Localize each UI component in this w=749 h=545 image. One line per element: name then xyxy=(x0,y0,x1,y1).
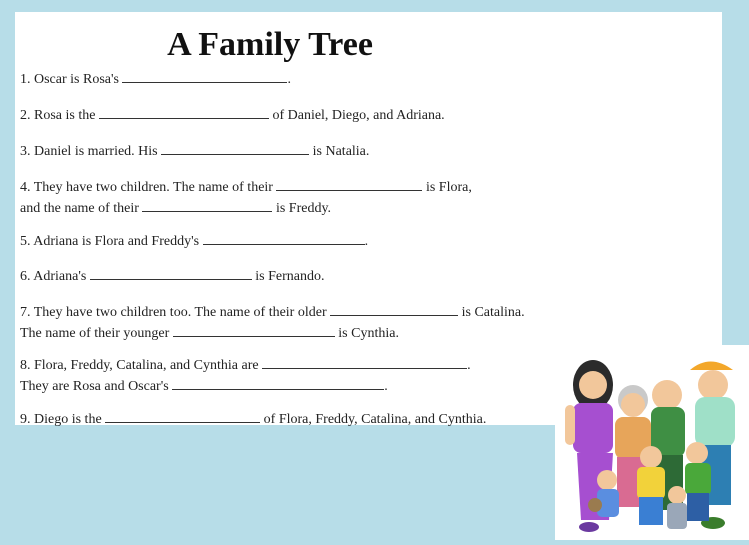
question-8: 8. Flora, Freddy, Catalina, and Cynthia … xyxy=(20,354,471,396)
answer-blank[interactable] xyxy=(142,197,273,212)
question-2: 2. Rosa is the of Daniel, Diego, and Adr… xyxy=(20,104,445,125)
answer-blank[interactable] xyxy=(276,176,423,191)
worksheet: A Family Tree 1. Oscar is Rosa's . 2. Ro… xyxy=(15,12,722,427)
family-group-illustration xyxy=(555,345,749,540)
answer-blank[interactable] xyxy=(172,375,385,390)
answer-blank[interactable] xyxy=(262,354,468,369)
question-7: 7. They have two children too. The name … xyxy=(20,301,525,343)
answer-blank[interactable] xyxy=(202,230,365,245)
question-5: 5. Adriana is Flora and Freddy's . xyxy=(20,230,368,251)
answer-blank[interactable] xyxy=(122,68,288,83)
answer-blank[interactable] xyxy=(98,104,269,119)
answer-blank[interactable] xyxy=(330,301,459,316)
answer-blank[interactable] xyxy=(172,322,335,337)
question-9: 9. Diego is the of Flora, Freddy, Catali… xyxy=(20,408,486,429)
question-3: 3. Daniel is married. His is Natalia. xyxy=(20,140,369,161)
question-1: 1. Oscar is Rosa's . xyxy=(20,68,291,89)
question-4: 4. They have two children. The name of t… xyxy=(20,176,472,218)
question-6: 6. Adriana's is Fernando. xyxy=(20,265,325,286)
page-title: A Family Tree xyxy=(167,26,373,63)
answer-blank[interactable] xyxy=(161,140,310,155)
family-illustration-svg xyxy=(565,360,735,532)
answer-blank[interactable] xyxy=(89,265,252,280)
answer-blank[interactable] xyxy=(105,408,261,423)
